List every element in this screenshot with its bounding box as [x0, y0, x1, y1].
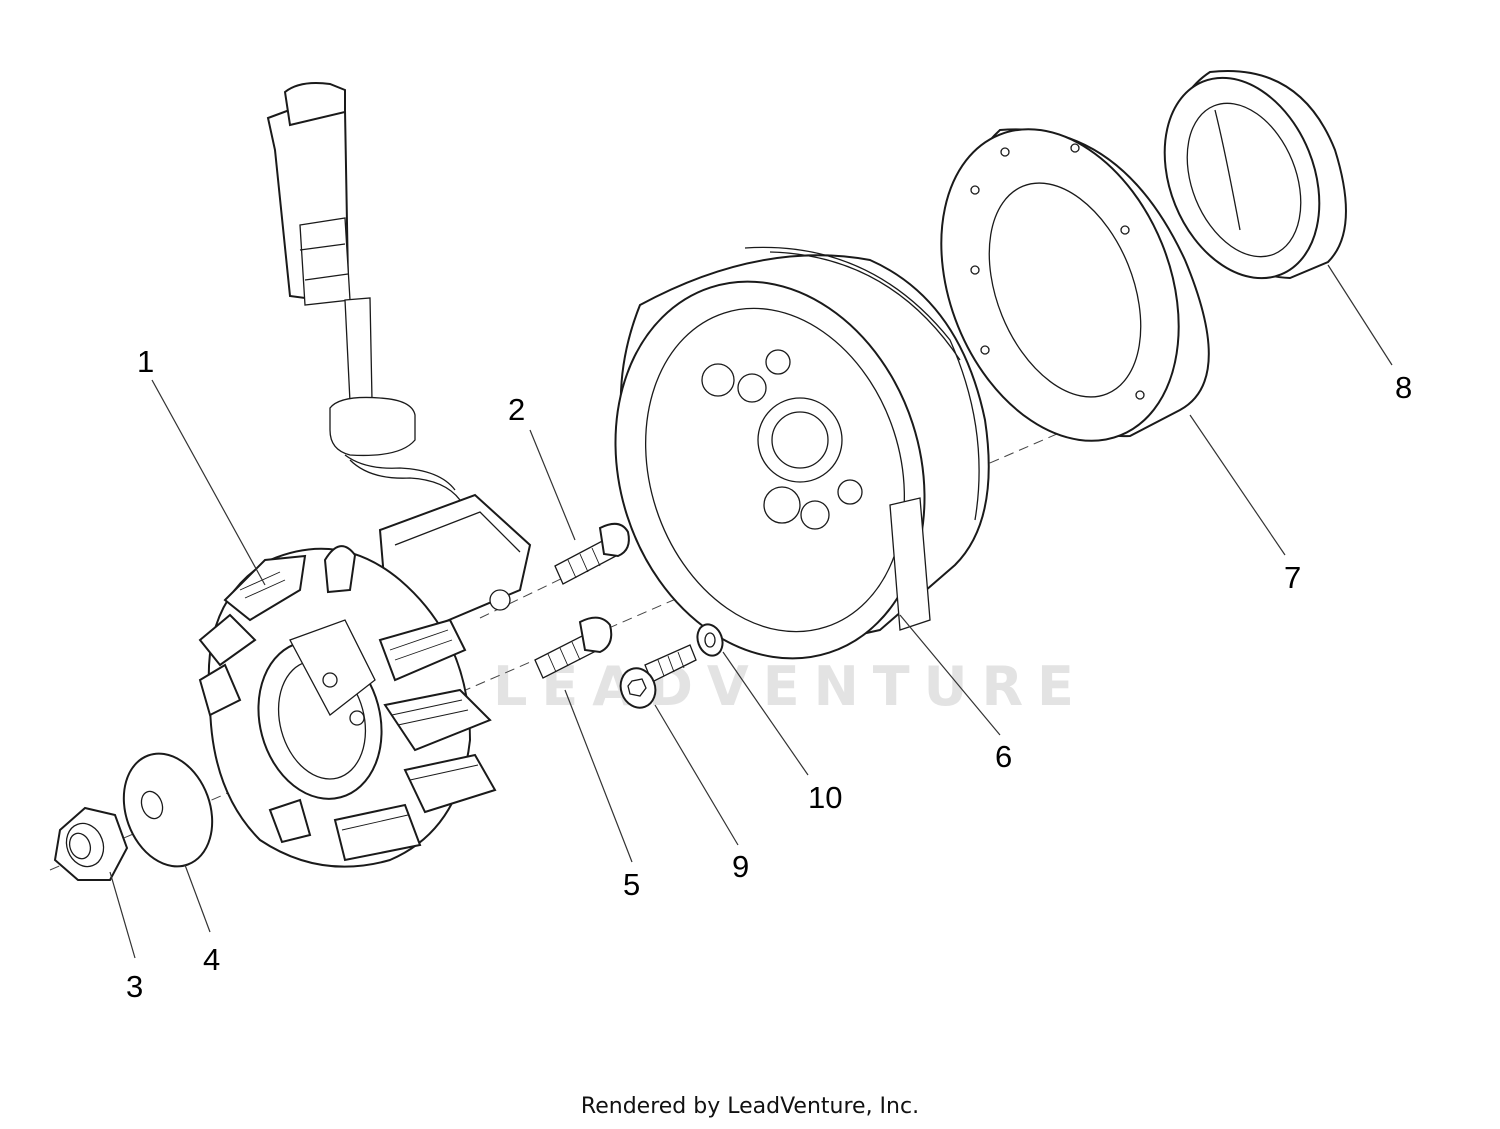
part-4-flat-washer — [122, 752, 214, 868]
callout-8: 8 — [1395, 370, 1412, 405]
callout-2: 2 — [508, 392, 525, 427]
part-2-socket-bolt — [554, 522, 630, 585]
part-7-flange-ring — [940, 128, 1210, 442]
part-9-socket-bolt — [619, 644, 697, 709]
callout-4: 4 — [203, 942, 220, 977]
leader-lines — [109, 264, 1393, 959]
callout-5: 5 — [623, 867, 640, 902]
watermark: LEADVENTURE — [493, 655, 1088, 718]
part-1-stator-assembly — [198, 82, 532, 868]
part-5-socket-bolt — [534, 616, 613, 679]
watermark-text: LEADVENTURE — [493, 655, 1088, 718]
callout-labels: 1 2 3 4 5 6 7 8 9 10 — [126, 344, 1412, 1004]
callout-3: 3 — [126, 969, 143, 1004]
callout-10: 10 — [808, 780, 842, 815]
part-8-seal-ring — [1163, 70, 1347, 280]
callout-9: 9 — [732, 849, 749, 884]
footer-credit: Rendered by LeadVenture, Inc. — [580, 1094, 920, 1119]
callout-7: 7 — [1284, 560, 1301, 595]
part-6-flywheel-rotor — [614, 246, 990, 660]
callout-1: 1 — [137, 344, 154, 379]
part-10-washer — [696, 623, 724, 657]
callout-6: 6 — [995, 739, 1012, 774]
part-3-hex-nut — [53, 806, 129, 881]
